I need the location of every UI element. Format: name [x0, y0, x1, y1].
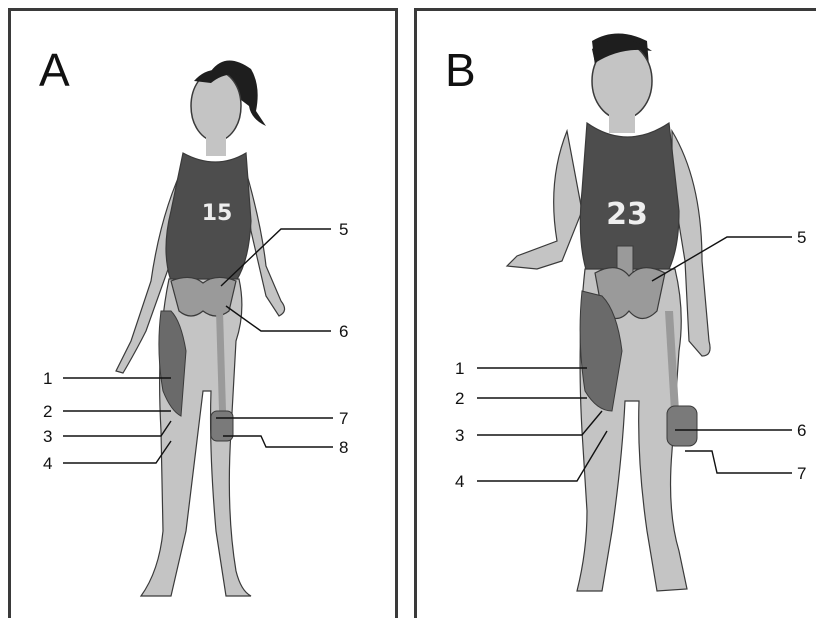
bib-number: 15 [197, 201, 237, 226]
label-4: 4 [43, 455, 52, 472]
label-5: 5 [797, 229, 806, 246]
female-figure-illustration [11, 11, 401, 615]
bib-number: 23 [597, 197, 657, 232]
label-3: 3 [43, 428, 52, 445]
male-figure-illustration [417, 11, 816, 615]
label-7: 7 [339, 410, 348, 427]
panel-b: B 23 5 [414, 8, 816, 618]
label-3: 3 [455, 427, 464, 444]
label-1: 1 [43, 370, 52, 387]
label-5: 5 [339, 221, 348, 238]
label-2: 2 [43, 403, 52, 420]
label-6: 6 [339, 323, 348, 340]
panel-a: A 15 1 [8, 8, 398, 618]
label-1: 1 [455, 360, 464, 377]
label-2: 2 [455, 390, 464, 407]
label-4: 4 [455, 473, 464, 490]
label-8: 8 [339, 439, 348, 456]
label-6: 6 [797, 422, 806, 439]
label-7: 7 [797, 465, 806, 482]
